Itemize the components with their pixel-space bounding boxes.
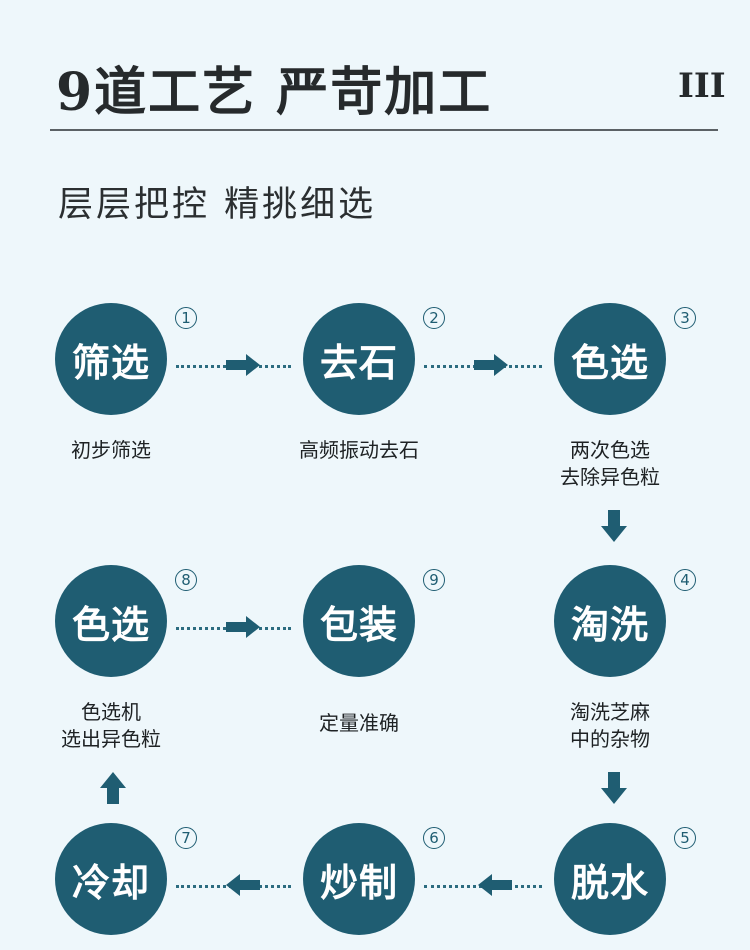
- step-number-badge: 4: [674, 569, 696, 591]
- step-1: 筛选 1: [55, 303, 197, 415]
- step-circle: 淘洗: [554, 565, 666, 677]
- step-number-badge: 5: [674, 827, 696, 849]
- step-description-line: 高频振动去石: [299, 438, 419, 462]
- step-description: 色选机 选出异色粒: [11, 699, 211, 753]
- step-label: 去石: [319, 339, 398, 385]
- arrow-right-icon: [226, 354, 260, 376]
- step-label: 脱水: [570, 859, 649, 905]
- page-title: 9道工艺 严苛加工: [56, 62, 493, 123]
- step-number-badge: 8: [175, 569, 197, 591]
- step-number-badge: 6: [423, 827, 445, 849]
- step-8: 色选 8: [55, 565, 197, 677]
- step-label: 淘洗: [570, 601, 649, 647]
- step-label: 冷却: [71, 859, 150, 905]
- title-divider: [50, 129, 718, 131]
- step-number-badge: 1: [175, 307, 197, 329]
- arrow-right-icon: [226, 616, 260, 638]
- step-description: 高频振动去石: [259, 437, 459, 464]
- step-description-line: 色选机: [81, 700, 141, 724]
- step-label: 色选: [71, 601, 150, 647]
- step-description: 淘洗芝麻 中的杂物: [510, 699, 710, 753]
- step-number-badge: 7: [175, 827, 197, 849]
- step-circle: 冷却: [55, 823, 167, 935]
- step-description: 初步筛选: [11, 437, 211, 464]
- step-3: 色选 3: [554, 303, 696, 415]
- step-circle: 色选: [554, 303, 666, 415]
- step-5: 脱水 5: [554, 823, 696, 935]
- side-mark: III: [678, 66, 726, 106]
- step-circle: 炒制: [303, 823, 415, 935]
- step-number-badge: 3: [674, 307, 696, 329]
- step-label: 炒制: [319, 859, 398, 905]
- step-label: 包装: [319, 601, 398, 647]
- step-2: 去石 2: [303, 303, 445, 415]
- arrow-down-icon: [601, 510, 627, 542]
- step-circle: 包装: [303, 565, 415, 677]
- arrow-left-icon: [478, 874, 512, 896]
- step-number-badge: 2: [423, 307, 445, 329]
- step-description-line: 初步筛选: [71, 438, 151, 462]
- step-circle: 筛选: [55, 303, 167, 415]
- step-description-line: 定量准确: [319, 711, 399, 735]
- step-number-badge: 9: [423, 569, 445, 591]
- arrow-up-icon: [100, 772, 126, 804]
- step-description: 定量准确: [259, 710, 459, 737]
- step-description-line: 中的杂物: [570, 727, 650, 751]
- step-label: 色选: [570, 339, 649, 385]
- page-subtitle: 层层把控 精挑细选: [58, 185, 377, 225]
- step-description-line: 去除异色粒: [560, 465, 660, 489]
- step-description-line: 两次色选: [570, 438, 650, 462]
- step-circle: 脱水: [554, 823, 666, 935]
- step-9: 包装 9: [303, 565, 445, 677]
- step-label: 筛选: [71, 339, 150, 385]
- step-description-line: 选出异色粒: [61, 727, 161, 751]
- step-7: 冷却 7: [55, 823, 197, 935]
- step-circle: 色选: [55, 565, 167, 677]
- step-circle: 去石: [303, 303, 415, 415]
- step-6: 炒制 6: [303, 823, 445, 935]
- step-description: 两次色选 去除异色粒: [510, 437, 710, 491]
- step-description-line: 淘洗芝麻: [570, 700, 650, 724]
- arrow-left-icon: [226, 874, 260, 896]
- arrow-right-icon: [474, 354, 508, 376]
- arrow-down-icon: [601, 772, 627, 804]
- step-4: 淘洗 4: [554, 565, 696, 677]
